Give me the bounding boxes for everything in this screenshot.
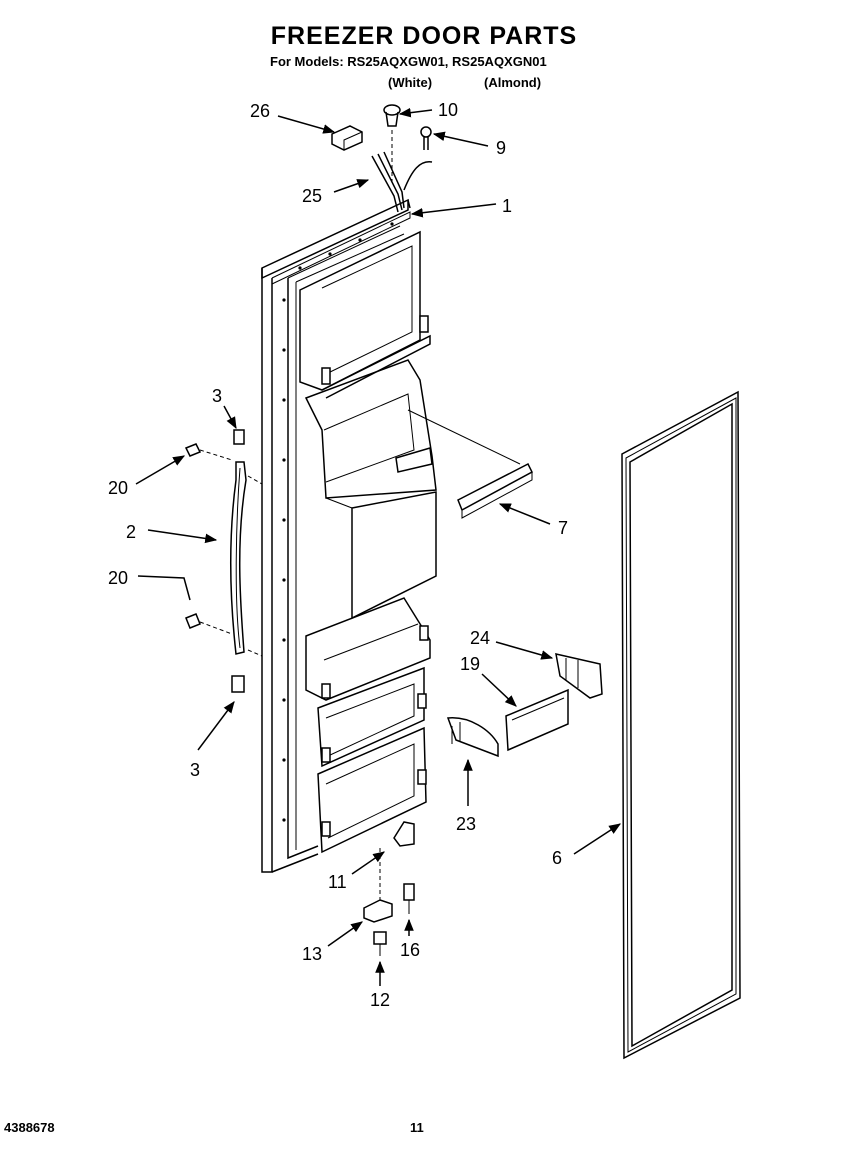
callout-12: 12 <box>370 990 390 1010</box>
page-number: 11 <box>410 1120 424 1135</box>
wire-connector-part-26 <box>331 125 363 151</box>
screw-part-9 <box>420 126 432 150</box>
plug-part-10 <box>383 104 401 127</box>
door-handle-part-2 <box>184 429 263 693</box>
models-line: For Models: RS25AQXGW01, RS25AQXGN01 <box>270 54 547 69</box>
wire-harness-part-25 <box>371 130 433 213</box>
hinge-bracket-part-13 <box>363 899 393 923</box>
callout-3-bottom: 3 <box>190 760 200 780</box>
freezer-door-panel <box>261 198 411 873</box>
door-liner <box>299 230 437 854</box>
callout-24: 24 <box>470 628 490 648</box>
callout-10: 10 <box>438 100 458 120</box>
screw-part-20-bottom <box>185 613 233 635</box>
callout-1: 1 <box>502 196 512 216</box>
callout-3-top: 3 <box>212 386 222 406</box>
callout-20-bottom: 20 <box>108 568 128 588</box>
callout-9: 9 <box>496 138 506 158</box>
page-title: FREEZER DOOR PARTS <box>270 22 578 50</box>
callout-6: 6 <box>552 848 562 868</box>
trim-part-7 <box>407 409 533 519</box>
callout-26: 26 <box>250 101 270 121</box>
door-edge-screws <box>282 222 394 822</box>
bin-part-19 <box>505 688 569 752</box>
callout-23: 23 <box>456 814 476 834</box>
bin-part-23 <box>446 717 499 758</box>
callout-7: 7 <box>558 518 568 538</box>
callout-11: 11 <box>328 872 347 892</box>
door-gasket-part-6 <box>621 390 741 1060</box>
callout-16: 16 <box>400 940 420 960</box>
callout-25: 25 <box>302 186 322 206</box>
screw-part-16 <box>403 883 415 914</box>
screw-part-12 <box>373 931 387 956</box>
callout-20-top: 20 <box>108 478 128 498</box>
color-almond-label: (Almond) <box>484 75 542 90</box>
screw-part-20-top <box>184 443 233 461</box>
callout-2: 2 <box>126 522 136 542</box>
bin-part-24 <box>555 653 603 699</box>
document-number: 4388678 <box>4 1120 55 1135</box>
callout-19: 19 <box>460 654 480 674</box>
leader-lines <box>135 107 622 986</box>
callout-13: 13 <box>302 944 322 964</box>
color-white-label: (White) <box>388 75 433 90</box>
